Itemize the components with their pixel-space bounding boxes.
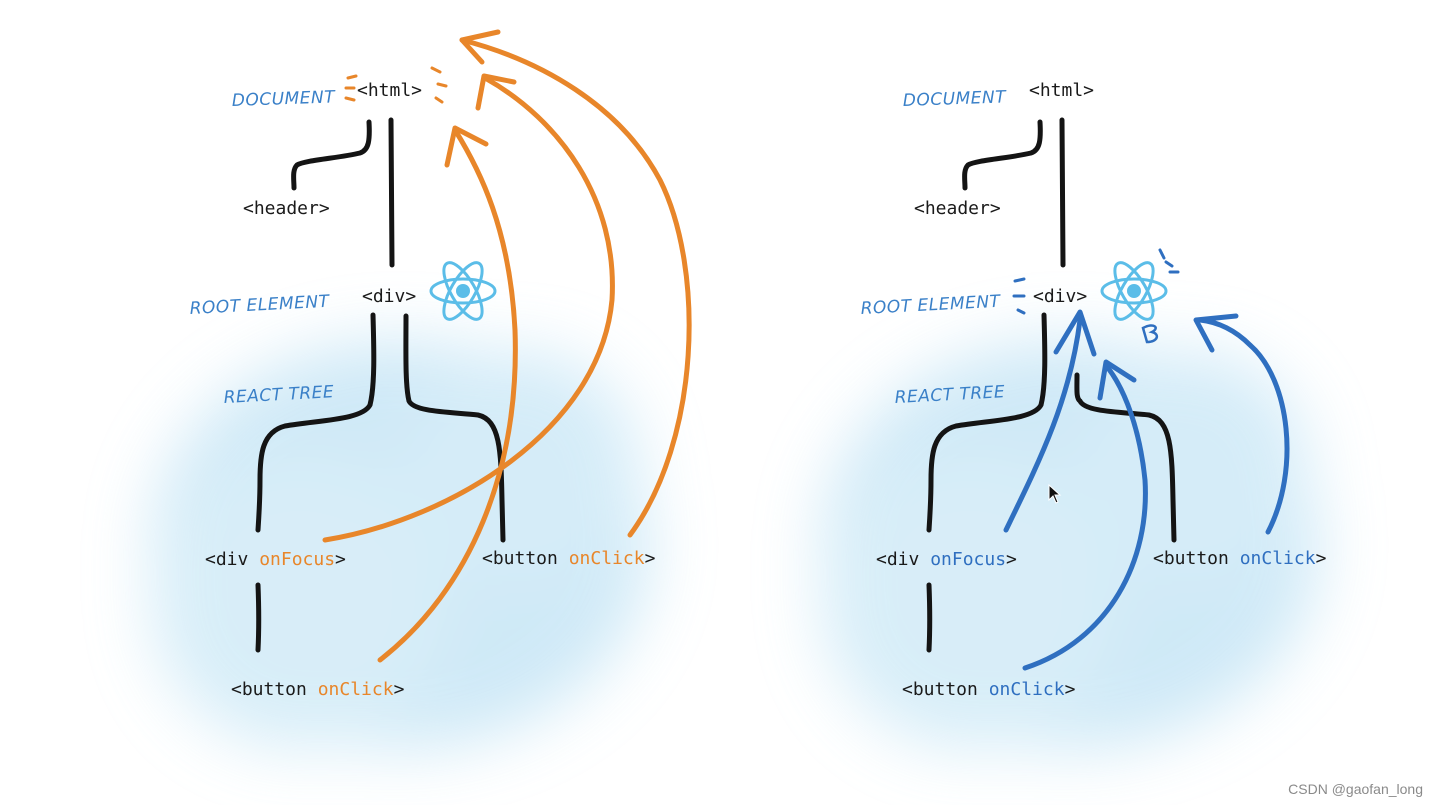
line-div-to-divfocus [255, 312, 377, 533]
line-html-to-div [388, 117, 395, 268]
right-watercolor-wash [820, 340, 1320, 750]
line-divfocus-to-button [926, 582, 933, 653]
node-button-tag: <button [1153, 548, 1240, 569]
right-diagram: DOCUMENT ROOT ELEMENT REACT TREE <html> … [820, 80, 1327, 750]
node-button-end: > [394, 679, 405, 700]
node-button-tag: <button [482, 548, 569, 569]
node-button-bottom: <button onClick> [231, 679, 405, 700]
node-button-end: > [1316, 548, 1327, 569]
label-document: DOCUMENT [231, 87, 336, 111]
node-div-end: > [335, 549, 346, 570]
line-div-to-button [1074, 372, 1177, 543]
handler-onclick: onClick [569, 548, 645, 569]
arrow-bottom-button-to-root [1022, 365, 1148, 671]
handler-onclick: onClick [989, 679, 1065, 700]
node-header: <header> [243, 198, 330, 219]
node-button-end: > [1065, 679, 1076, 700]
label-root-element: ROOT ELEMENT [860, 292, 1002, 319]
arrow-head-c [1193, 313, 1239, 353]
node-header: <header> [914, 198, 1001, 219]
line-div-to-divfocus [926, 312, 1048, 533]
node-div-root: <div> [1033, 286, 1087, 307]
handler-onclick: onClick [1240, 548, 1316, 569]
line-divfocus-to-button [255, 582, 262, 653]
line-html-to-div [1059, 117, 1066, 268]
line-html-to-header [291, 119, 372, 191]
react-logo-icon [429, 261, 497, 321]
right-sparkle-marks [1012, 248, 1180, 315]
node-button-tag: <button [902, 679, 989, 700]
left-watercolor-wash [150, 340, 650, 750]
handler-onfocus: onFocus [259, 549, 335, 570]
arrow-head-a [1053, 309, 1097, 357]
node-html: <html> [357, 80, 422, 101]
left-tree-lines [255, 117, 506, 653]
node-div-end: > [1006, 549, 1017, 570]
mouse-cursor-icon [1048, 484, 1062, 504]
node-div-onfocus: <div onFocus> [205, 549, 346, 570]
label-root-element: ROOT ELEMENT [189, 292, 331, 319]
left-bubbling-arrows [322, 29, 692, 663]
line-div-to-button [403, 313, 506, 543]
handler-onfocus: onFocus [930, 549, 1006, 570]
line-html-to-header [962, 119, 1043, 191]
label-document: DOCUMENT [902, 87, 1007, 111]
node-div-tag: <div [205, 549, 259, 570]
arrow-right-button-to-root [1197, 317, 1290, 535]
node-div-onfocus: <div onFocus> [876, 549, 1017, 570]
right-delegation-arrows [1003, 309, 1290, 671]
arrow-bottom-button-to-html [377, 127, 518, 663]
react-logo-icon [1100, 261, 1168, 321]
arrow-head-3 [459, 29, 501, 65]
node-html: <html> [1029, 80, 1094, 101]
node-div-tag: <div [876, 549, 930, 570]
handler-onclick: onClick [318, 679, 394, 700]
left-sparkle-marks [344, 66, 448, 104]
watermark: CSDN @gaofan_long [1288, 781, 1423, 797]
node-button-bottom: <button onClick> [902, 679, 1076, 700]
arrow-head-2 [475, 73, 517, 111]
arrow-right-button-to-html [459, 37, 692, 538]
small-b-mark [1141, 324, 1159, 344]
left-diagram: DOCUMENT ROOT ELEMENT REACT TREE <html> … [150, 29, 692, 750]
arrow-head-b [1097, 359, 1137, 401]
node-div-root: <div> [362, 286, 416, 307]
node-button-right: <button onClick> [482, 548, 656, 569]
arrow-divfocus-to-root [1003, 317, 1083, 533]
arrow-head-1 [444, 125, 489, 168]
node-button-tag: <button [231, 679, 318, 700]
arrow-divfocus-to-html [322, 75, 615, 543]
node-button-end: > [645, 548, 656, 569]
node-button-right: <button onClick> [1153, 548, 1327, 569]
right-tree-lines [926, 117, 1177, 653]
